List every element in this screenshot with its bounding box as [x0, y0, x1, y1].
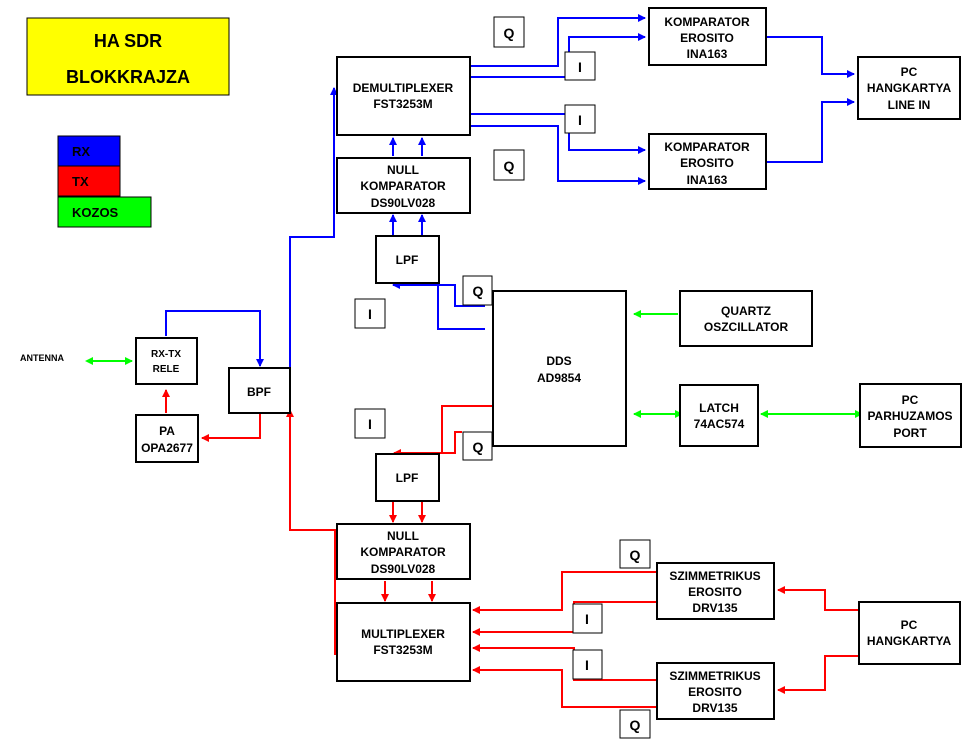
svg-text:Q: Q: [504, 158, 515, 174]
svg-text:BPF: BPF: [247, 385, 271, 399]
iq-label-box: I: [564, 104, 596, 134]
title-box: HA SDR BLOKKRAJZA: [26, 17, 230, 96]
svg-text:Q: Q: [473, 283, 484, 299]
svg-text:I: I: [585, 611, 589, 627]
wire-pc-to-szim2: [777, 655, 858, 694]
wire-szim1-i-to-mux: [472, 601, 657, 636]
lpf-rx-block: LPF: [375, 235, 440, 284]
svg-text:I: I: [585, 657, 589, 673]
legend-common-label: KOZOS: [72, 205, 119, 220]
iq-label-box: I: [572, 603, 603, 634]
wire-bpf-to-demux: [289, 87, 338, 372]
svg-text:I: I: [578, 112, 582, 128]
iq-label-box: I: [564, 51, 596, 81]
legend-rx-swatch: [57, 135, 121, 167]
rx-wires: [165, 14, 855, 372]
wire-demux-q-to-comp1: [470, 14, 646, 67]
wire-comp1-to-pc: [766, 36, 855, 78]
legend: RX TX KOZOS: [57, 135, 152, 228]
svg-text:Q: Q: [504, 25, 515, 41]
wire-dds-q-to-lpf: [392, 281, 485, 307]
title-line-1: HA SDR: [94, 31, 162, 51]
svg-text:Q: Q: [473, 439, 484, 455]
wire-mux-to-bpf: [286, 409, 336, 655]
iq-label-box: Q: [462, 275, 493, 306]
wire-rele-to-bpf: [165, 310, 264, 367]
lpf-tx-block: LPF: [375, 453, 440, 502]
iq-label-box: Q: [493, 16, 525, 48]
iq-label-box: I: [354, 408, 386, 439]
antenna-label: ANTENNA: [20, 353, 64, 363]
svg-text:I: I: [368, 306, 372, 322]
wire-pc-to-szim1: [777, 586, 858, 611]
wire-szim1-q-to-mux: [472, 571, 657, 614]
wire-dds-q-to-lpf: [430, 431, 462, 454]
wire-szim2-q-to-mux: [472, 666, 657, 708]
bpf-block: BPF: [228, 367, 291, 414]
iq-label-box: Q: [493, 149, 525, 181]
svg-text:Q: Q: [630, 717, 641, 733]
iq-label-box: I: [572, 649, 603, 680]
title-line-2: BLOKKRAJZA: [66, 67, 190, 87]
legend-common-swatch: [57, 196, 152, 228]
svg-text:LPF: LPF: [396, 471, 419, 485]
iq-label-box: Q: [462, 431, 493, 461]
svg-text:Q: Q: [630, 547, 641, 563]
legend-tx-swatch: [57, 165, 121, 197]
wire-demux-q-to-comp2: [470, 125, 646, 185]
svg-text:I: I: [578, 59, 582, 75]
legend-tx-label: TX: [72, 174, 89, 189]
svg-text:LPF: LPF: [396, 253, 419, 267]
common-wires: [85, 310, 863, 418]
wire-dds-i-to-lpf: [437, 285, 485, 330]
wire-szim2-i-to-mux: [472, 644, 657, 681]
svg-text:I: I: [368, 416, 372, 432]
legend-rx-label: RX: [72, 144, 90, 159]
iq-label-box: I: [354, 298, 386, 329]
wire-comp2-to-pc: [766, 98, 855, 163]
iq-labels: Q I I Q Q I I Q Q I I Q: [354, 16, 651, 739]
iq-label-box: Q: [619, 539, 651, 569]
wire-bpf-to-pa: [201, 413, 261, 442]
iq-label-box: Q: [619, 709, 651, 739]
